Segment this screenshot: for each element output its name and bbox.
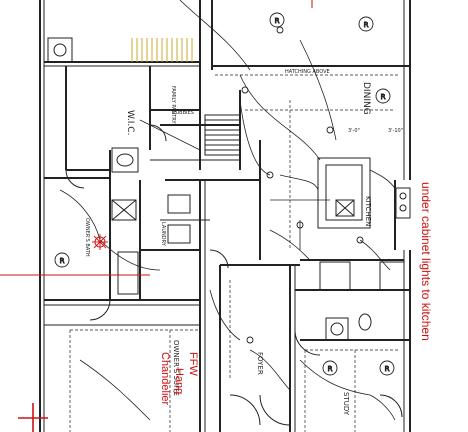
receptacle-label: R [328,365,333,373]
receptacle-symbols: R R R R R R [54,12,395,376]
dimension-1: 3'-0" [348,128,360,134]
receptacle-label: R [60,257,65,265]
room-label-laundry: LAUNDRY [160,222,166,247]
room-label-owners-bath: OWNER'S BATH [84,218,90,257]
annotation-chandelier: Chandelier [159,352,171,406]
room-label-kitchen: KITCHEN [364,196,372,226]
room-label-hatching: HATCHING ABOVE [285,69,330,75]
room-label-wic: W.I.C. [125,110,135,135]
annotation-ffw: FFW [187,352,199,376]
receptacle-label: R [364,21,369,29]
red-markings [0,0,313,432]
wiring-lines [59,0,397,421]
receptacle-label: R [275,17,280,25]
receptacle-symbol [358,16,374,32]
receptacle-symbol [375,88,391,104]
room-label-cubbies: CUBBIES [172,110,194,116]
fixtures [47,37,411,426]
dashed-lines [69,74,400,432]
receptacle-label: R [385,365,390,373]
receptacle-symbol [322,360,338,376]
receptacle-symbol [269,12,285,28]
room-label-family-pantry: FAMILY PANTRY [170,86,176,124]
room-label-foyer: FOYER [256,352,264,375]
receptacle-symbol [379,360,395,376]
annotation-under-cabinet: under cabinet lights to kitchen [419,182,433,341]
bath-light-symbol [92,234,108,250]
annotation-hang: Hang [173,368,185,394]
room-label-dining: DINING [361,82,371,115]
receptacle-label: R [381,93,386,101]
receptacle-symbol [54,252,70,268]
room-label-owners-suite: OWNER'S SUITE [172,340,180,396]
room-label-study: STUDY [342,392,350,416]
room-labels: W.I.C. FAMILY PANTRY CUBBIES DINING KITC… [84,69,403,416]
red-annotations: under cabinet lights to kitchen FFW Hang… [159,182,433,406]
walls [39,0,411,432]
dimension-2: 3'-10" [388,128,403,134]
